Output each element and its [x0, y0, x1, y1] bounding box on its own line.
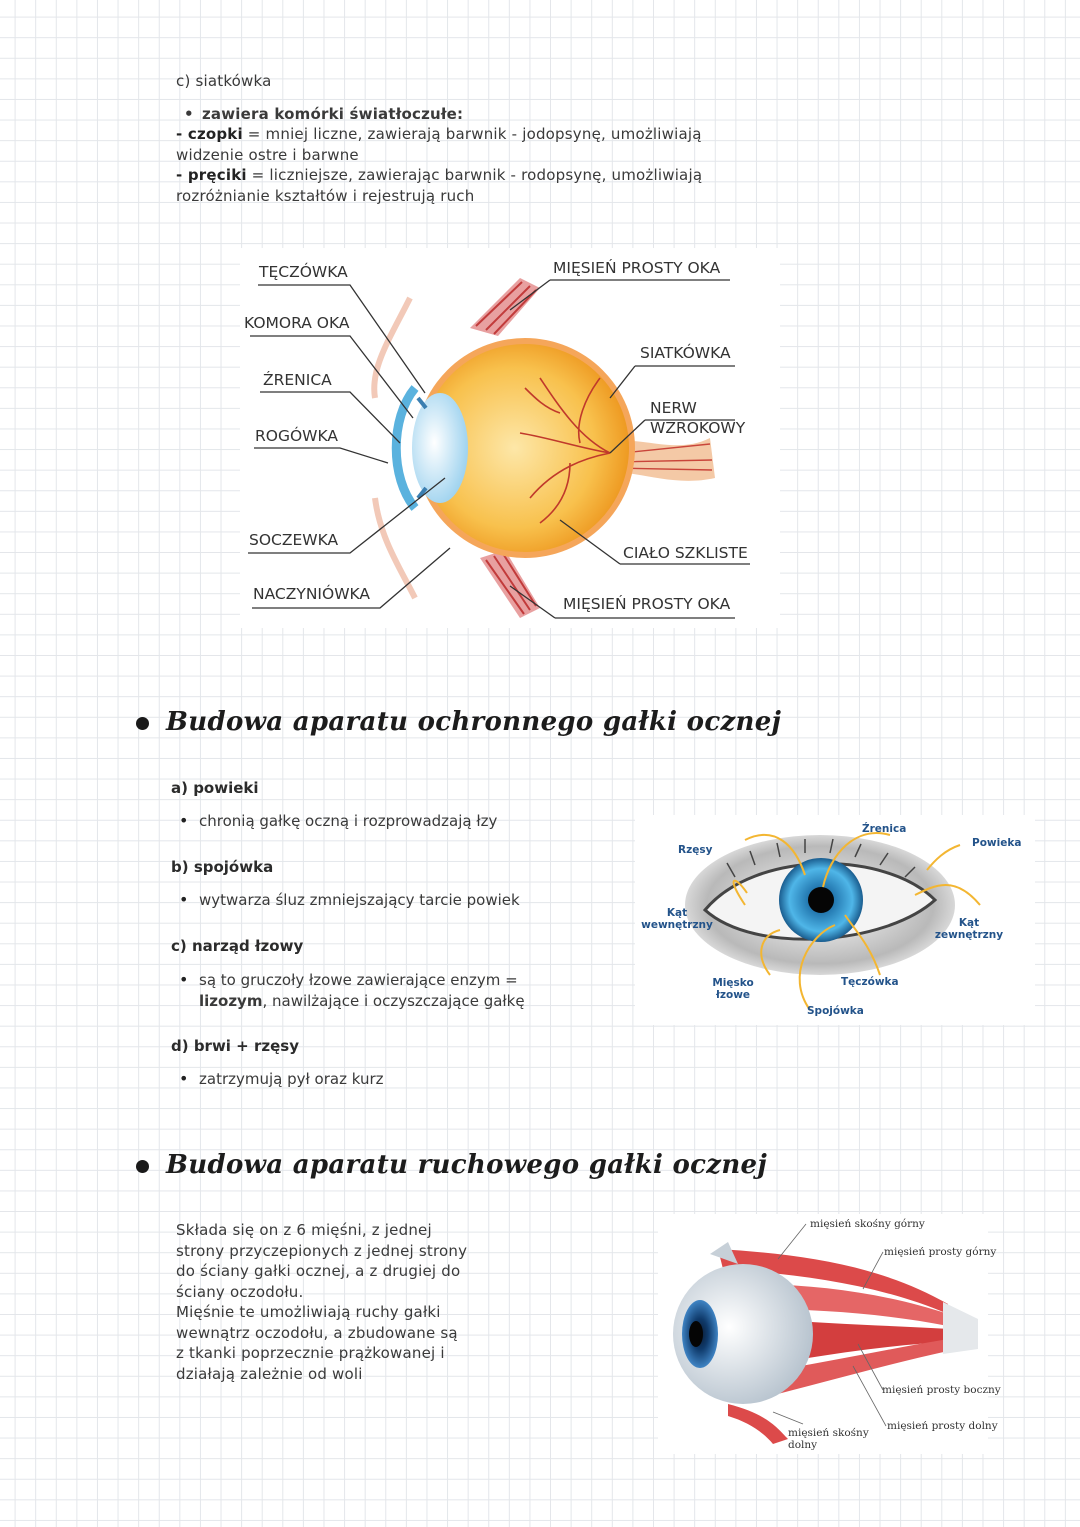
label-teczowka: TĘCZÓWKA — [259, 263, 348, 281]
rods-text2: rozróżnianie kształtów i rejestrują ruch — [176, 186, 475, 205]
eye-muscles-illustration — [673, 1223, 978, 1444]
cornea-shape — [391, 385, 419, 511]
motor-line: działają zależnie od woli — [176, 1364, 363, 1383]
label-miesko1: Mięsko — [712, 977, 754, 989]
eyelids-text: chronią gałkę oczną i rozprowadzają łzy — [179, 811, 497, 832]
label-kat-z2: zewnętrzny — [934, 929, 1004, 941]
bullet-dot: • — [184, 105, 194, 123]
label-spojowka: Spojówka — [807, 1005, 864, 1017]
muscle-top-shape — [470, 278, 540, 336]
rods-term: - pręciki — [176, 166, 247, 184]
brows-text: zatrzymują pył oraz kurz — [179, 1069, 383, 1090]
label-miesien-bottom: MIĘSIEŃ PROSTY OKA — [563, 595, 731, 613]
section-bullet-motor — [136, 1160, 149, 1173]
label-nerw: NERW — [650, 399, 697, 417]
lacrimal-text2: , nawilżające i oczyszczające gałkę — [262, 991, 525, 1010]
pupil-shape — [808, 887, 834, 913]
motor-paragraph: Składa się on z 6 mięśni, z jednej stron… — [176, 1220, 516, 1384]
pupil-side — [689, 1321, 703, 1347]
label-siatkowka: SIATKÓWKA — [640, 344, 731, 362]
eye-diagram: TĘCZÓWKA KOMORA OKA ŹRENICA ROGÓWKA SOCZ… — [240, 248, 780, 628]
label-prosty-gorny: mięsień prosty górny — [884, 1246, 997, 1258]
motor-line: wewnątrz oczodołu, a zbudowane są — [176, 1323, 458, 1342]
motor-line: Mięśnie te umożliwiają ruchy gałki — [176, 1303, 441, 1321]
label-komora-oka: KOMORA OKA — [244, 314, 350, 332]
label-rzesy: Rzęsy — [678, 844, 713, 856]
lacrimal-text1: są to gruczoły łzowe zawierające enzym = — [199, 971, 518, 989]
label-skosny-gorny: mięsień skośny górny — [810, 1218, 925, 1230]
lacrimal-title: c) narząd łzowy — [171, 937, 304, 955]
label-zrenica: ŹRENICA — [263, 371, 332, 389]
label-kat-z1: Kąt — [958, 917, 980, 929]
motor-line: z tkanki poprzecznie prążkowanej i — [176, 1344, 445, 1362]
lens-shape — [412, 393, 468, 503]
pointer-arrows — [732, 832, 981, 1011]
outer-eye-illustration — [685, 832, 981, 1011]
motor-line: Składa się on z 6 mięśni, z jednej — [176, 1221, 432, 1239]
brows-title: d) brwi + rzęsy — [171, 1037, 299, 1055]
cones-term: - czopki — [176, 125, 243, 143]
label-miesko2: łzowe — [715, 989, 751, 1001]
label-rogowka: ROGÓWKA — [255, 427, 339, 445]
motor-line: do ściany gałki ocznej, a z drugiej do — [176, 1262, 461, 1280]
label-cialo-szkliste: CIAŁO SZKLISTE — [623, 544, 748, 562]
lacrimal-text: są to gruczoły łzowe zawierające enzym =… — [179, 970, 579, 1011]
motor-heading: Budowa aparatu ruchowego gałki ocznej — [166, 1150, 768, 1180]
retina-bullet-text: zawiera komórki światłoczułe: — [202, 105, 464, 123]
leader-lines — [248, 279, 750, 619]
label-teczowka-outer: Tęczówka — [841, 976, 899, 988]
label-miesien-top: MIĘSIEŃ PROSTY OKA — [553, 259, 721, 277]
label-powieka: Powieka — [972, 837, 1022, 849]
muscle-diagram: mięsień skośny górny mięsień prosty górn… — [658, 1214, 1001, 1454]
cones-text2: widzenie ostre i barwne — [176, 145, 359, 164]
blood-vessels — [519, 377, 611, 524]
label-skosny-dolny2: dolny — [788, 1439, 818, 1451]
muscle-leader-lines — [772, 1223, 887, 1427]
label-prosty-dolny: mięsień prosty dolny — [887, 1420, 998, 1432]
label-zrenica-outer: Źrenica — [862, 823, 907, 835]
label-kat-w1: Kąt — [666, 907, 688, 919]
label-naczyniowka: NACZYNIÓWKA — [253, 585, 371, 603]
section-bullet-protective — [136, 717, 149, 730]
eyeball-globe — [673, 1264, 813, 1404]
lysozyme-term: lizozym — [199, 991, 263, 1010]
muscle-bottom-shape — [480, 550, 540, 618]
label-prosty-boczny: mięsień prosty boczny — [882, 1384, 1001, 1396]
retina-bullet-title: • zawiera komórki światłoczułe: — [184, 104, 464, 125]
motor-line: strony przyczepionych z jednej strony — [176, 1241, 468, 1260]
cones-text: = mniej liczne, zawierają barwnik - jodo… — [242, 125, 702, 143]
eyelids-title: a) powieki — [171, 779, 259, 797]
rods-text: = liczniejsze, zawierając barwnik - rodo… — [246, 166, 703, 184]
protective-heading: Budowa aparatu ochronnego gałki ocznej — [166, 707, 782, 737]
eyelashes — [726, 838, 916, 878]
eyeball-inner — [421, 344, 629, 552]
eye-cross-section-illustration — [248, 278, 750, 619]
label-kat-w2: wewnętrzny — [641, 919, 713, 931]
conjunctiva-title: b) spojówka — [171, 858, 274, 876]
motor-line: ściany oczodołu. — [176, 1282, 304, 1301]
rods-line: - pręciki = liczniejsze, zawierając barw… — [176, 165, 776, 206]
label-skosny-dolny1: mięsień skośny — [788, 1427, 869, 1439]
label-wzrokowy: WZROKOWY — [650, 419, 746, 437]
label-soczewka: SOCZEWKA — [249, 531, 339, 549]
retina-heading: c) siatkówka — [176, 72, 272, 90]
conjunctiva-text: wytwarza śluz zmniejszający tarcie powie… — [179, 890, 520, 911]
cones-line: - czopki = mniej liczne, zawierają barwn… — [176, 124, 776, 165]
